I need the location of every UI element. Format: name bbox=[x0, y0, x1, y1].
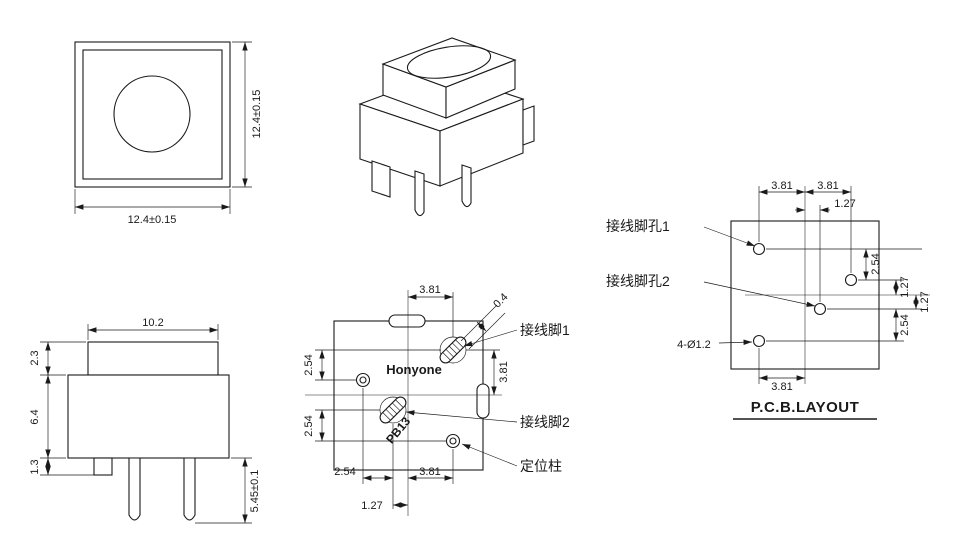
bottom-view-dimension-lines bbox=[315, 292, 506, 509]
pcb-right-dimension-1: 2.54 bbox=[870, 253, 882, 274]
bottom-center-offset-dimension: 1.27 bbox=[361, 500, 382, 512]
side-foot-height-dimension: 1.3 bbox=[29, 459, 41, 474]
iso-side-tab bbox=[522, 105, 535, 146]
iso-front-foot bbox=[371, 160, 391, 198]
front-height-dimension: 12.4±0.15 bbox=[251, 90, 263, 139]
side-view: 10.2 2.3 6.4 1.3 5.45±0.1 bbox=[29, 317, 261, 524]
front-button-circle bbox=[113, 75, 191, 153]
bottom-left-lower-dimension: 2.54 bbox=[303, 415, 315, 436]
pcb-hole-terminal-1 bbox=[752, 242, 766, 256]
pcb-top-center-dimension: 1.27 bbox=[834, 198, 855, 210]
terminal-pin-2-hatch bbox=[382, 399, 404, 421]
label-terminal-2: 接线脚2 bbox=[520, 414, 570, 430]
bottom-right-slot bbox=[476, 383, 490, 419]
pcb-hole-post-top bbox=[844, 273, 858, 287]
pcb-dimension-lines bbox=[703, 186, 922, 384]
pcb-hole-note: 4-Ø1.2 bbox=[677, 339, 711, 351]
side-cap-width-dimension: 10.2 bbox=[142, 317, 163, 329]
bottom-lower-left-dimension: 2.54 bbox=[334, 466, 355, 478]
pcb-top-left-dimension: 3.81 bbox=[771, 180, 792, 192]
positioning-post-bottom bbox=[445, 433, 461, 449]
pcb-right-dimension-4: 2.54 bbox=[899, 314, 911, 335]
bottom-view-leaders bbox=[405, 329, 518, 467]
label-hole-1: 接线脚孔1 bbox=[606, 218, 670, 234]
side-view-dimension-lines bbox=[40, 324, 252, 524]
positioning-post-top bbox=[355, 372, 371, 388]
iso-cap-circle bbox=[406, 45, 492, 79]
pcb-top-right-dimension: 3.81 bbox=[817, 180, 838, 192]
bottom-top-slot bbox=[388, 314, 426, 328]
label-terminal-1: 接线脚1 bbox=[520, 322, 570, 338]
iso-pin-1 bbox=[414, 170, 425, 217]
label-positioning-post: 定位柱 bbox=[520, 458, 562, 474]
terminal-pin-1 bbox=[439, 336, 467, 364]
iso-body-right-face bbox=[439, 98, 524, 187]
front-view-dimension-lines bbox=[74, 41, 252, 214]
pcb-layout-title: P.C.B.LAYOUT bbox=[751, 399, 860, 416]
bottom-lower-right-dimension: 3.81 bbox=[419, 466, 440, 478]
brand-text: Honyone bbox=[386, 362, 442, 377]
pcb-right-dimension-3: 1.27 bbox=[919, 291, 931, 312]
side-foot bbox=[93, 457, 113, 476]
side-pin-1 bbox=[128, 457, 141, 521]
side-cap-height-dimension: 2.3 bbox=[29, 350, 41, 365]
side-body bbox=[67, 374, 230, 459]
pcb-right-dimension-2: 1.27 bbox=[899, 276, 911, 297]
side-pin-length-dimension: 5.45±0.1 bbox=[249, 470, 261, 513]
pcb-layout-view: 3.81 3.81 1.27 2.54 1.27 1.27 2.54 3.81 … bbox=[606, 180, 931, 420]
pcb-bottom-dimension: 3.81 bbox=[771, 381, 792, 393]
bottom-left-upper-dimension: 2.54 bbox=[303, 354, 315, 375]
isometric-view bbox=[358, 37, 535, 217]
bottom-right-dimension: 3.81 bbox=[498, 361, 510, 382]
bottom-top-dimension: 3.81 bbox=[419, 284, 440, 296]
pcb-hole-post-bottom bbox=[752, 334, 766, 348]
label-hole-2: 接线脚孔2 bbox=[606, 273, 670, 289]
terminal-pin-1-hatch bbox=[442, 339, 464, 361]
pcb-hole-terminal-2 bbox=[813, 302, 827, 316]
iso-cap-top-face bbox=[381, 37, 517, 88]
bottom-view: Honyone PB13 3.81 0.4 2.54 2.54 bbox=[303, 284, 570, 516]
side-body-height-dimension: 6.4 bbox=[29, 409, 41, 424]
terminal-pin-2 bbox=[379, 396, 407, 424]
front-width-dimension: 12.4±0.15 bbox=[128, 214, 177, 226]
iso-pin-2 bbox=[461, 164, 472, 208]
side-cap bbox=[87, 341, 219, 376]
front-view: 12.4±0.15 12.4±0.15 bbox=[74, 41, 263, 226]
side-pin-2 bbox=[183, 457, 196, 521]
